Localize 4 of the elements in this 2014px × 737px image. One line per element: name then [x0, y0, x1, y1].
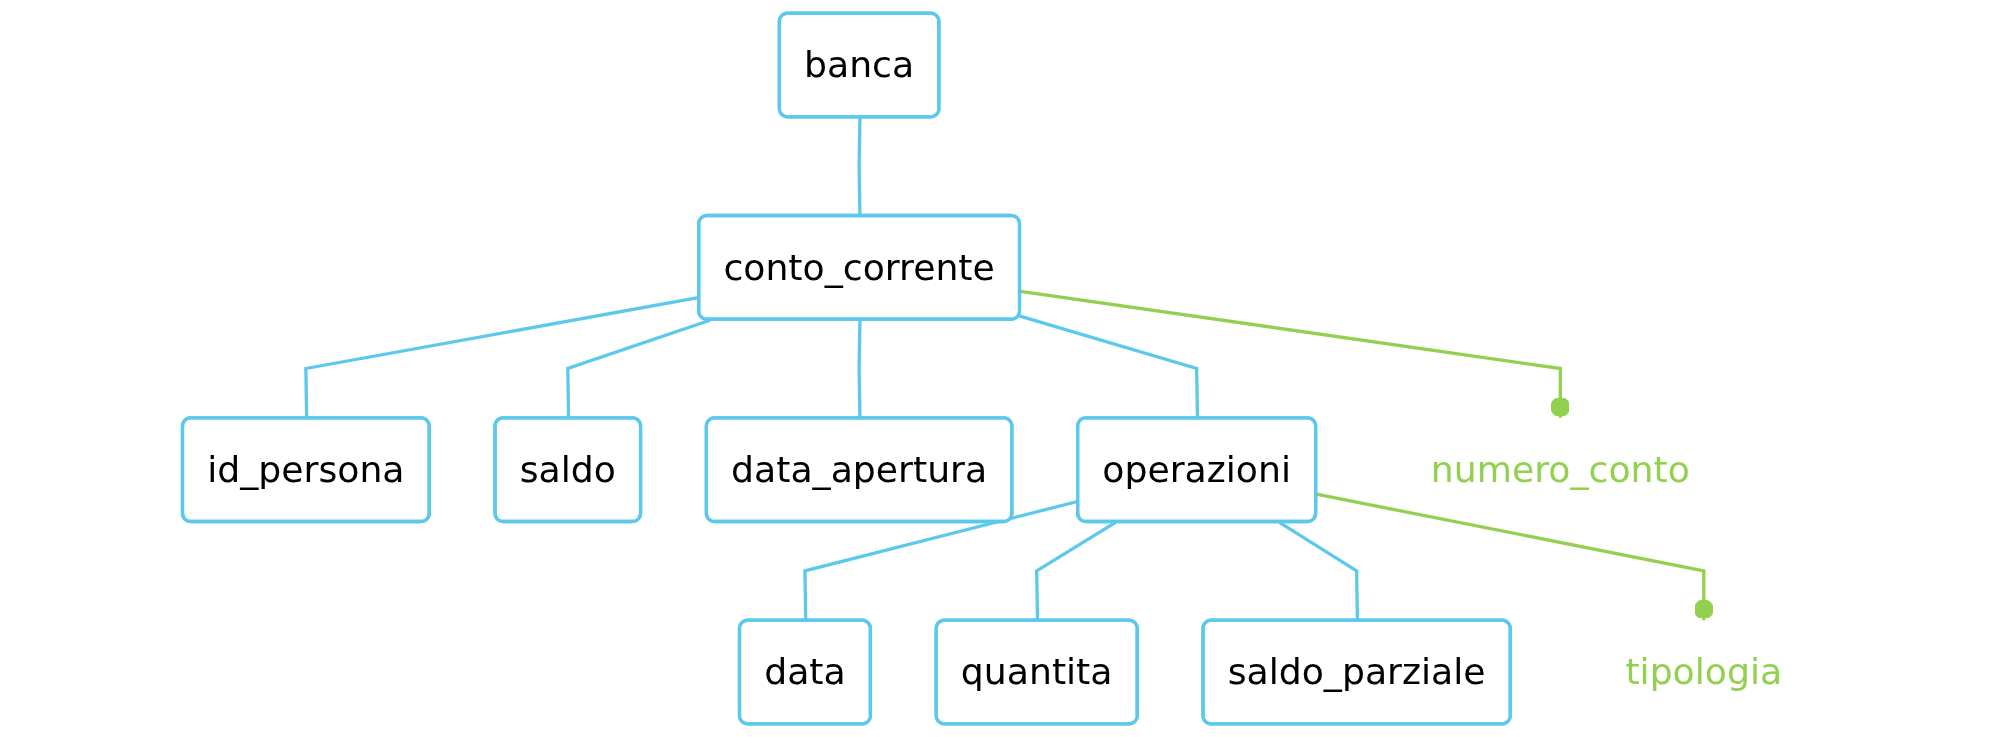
- node-text: numero_conto: [1430, 449, 1690, 491]
- connector: [1316, 492, 1714, 621]
- node-text: tipologia: [1625, 651, 1783, 693]
- connector: [1020, 289, 1571, 418]
